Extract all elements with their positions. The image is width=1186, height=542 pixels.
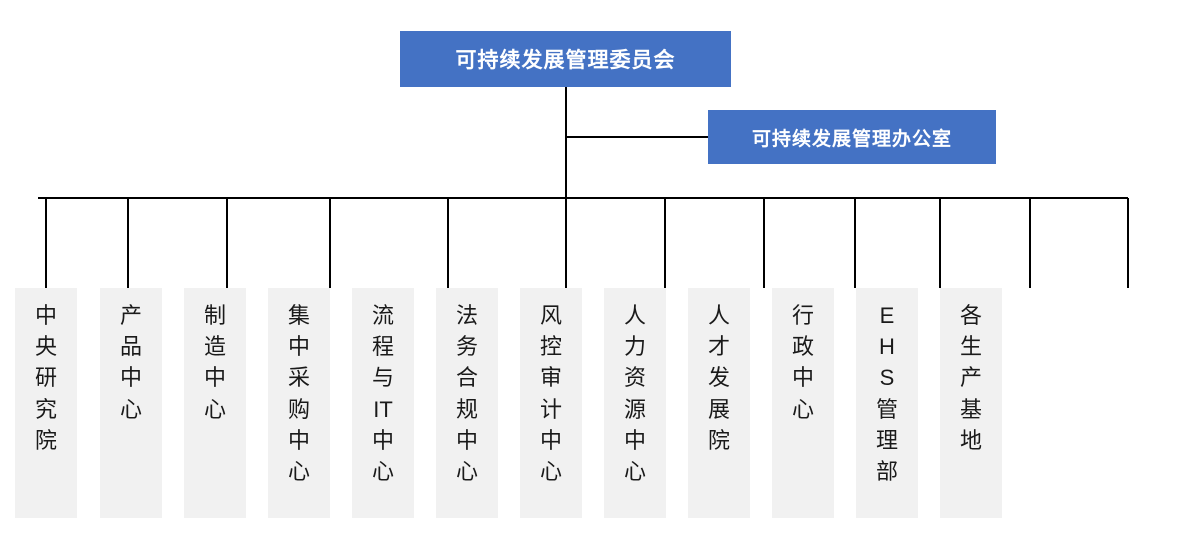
label-char: E xyxy=(879,303,895,328)
department-label: 制造中心 xyxy=(204,300,226,425)
label-char: 中 xyxy=(791,365,814,391)
label-char: 管 xyxy=(875,396,898,422)
label-char: 究 xyxy=(34,396,57,422)
label-char: 心 xyxy=(623,459,646,485)
label-char: 心 xyxy=(455,459,478,485)
node-human-resources-center[interactable]: 人力资源中心 xyxy=(604,288,666,518)
label-char: 中 xyxy=(203,365,226,391)
label-char: 造 xyxy=(203,334,226,360)
label-char: 中 xyxy=(287,427,310,453)
label-char: 程 xyxy=(371,334,394,360)
node-product-center[interactable]: 产品中心 xyxy=(100,288,162,518)
label-char: 人 xyxy=(623,303,646,328)
committee-label: 可持续发展管理委员会 xyxy=(455,49,676,72)
label-char: 院 xyxy=(34,427,57,453)
label-char: 发 xyxy=(707,365,730,391)
label-char: 心 xyxy=(371,459,394,485)
department-label: 各生产基地 xyxy=(960,300,982,456)
label-char: 力 xyxy=(623,334,646,360)
label-char: 源 xyxy=(623,396,646,422)
label-char: 才 xyxy=(707,334,730,360)
label-char: 地 xyxy=(959,427,982,453)
node-legal-compliance-center[interactable]: 法务合规中心 xyxy=(436,288,498,518)
label-char: 部 xyxy=(875,459,898,485)
label-char: 中 xyxy=(371,427,394,453)
department-label: 人力资源中心 xyxy=(624,300,646,487)
label-char: 产 xyxy=(119,303,142,328)
node-central-procurement-center[interactable]: 集中采购中心 xyxy=(268,288,330,518)
label-char: 理 xyxy=(875,427,898,453)
label-char: 人 xyxy=(707,303,730,328)
node-central-research-institute[interactable]: 中央研究院 xyxy=(15,288,77,518)
label-char: S xyxy=(879,365,895,391)
label-char: 品 xyxy=(119,334,142,360)
label-char: 规 xyxy=(455,396,478,422)
node-talent-development-academy[interactable]: 人才发展院 xyxy=(688,288,750,518)
department-label: 中央研究院 xyxy=(35,300,57,456)
node-sustainability-committee[interactable]: 可持续发展管理委员会 xyxy=(400,31,731,87)
node-manufacturing-center[interactable]: 制造中心 xyxy=(184,288,246,518)
label-char: 研 xyxy=(34,365,57,391)
label-char: 产 xyxy=(959,365,982,391)
node-process-and-it-center[interactable]: 流程与 IT 中心 xyxy=(352,288,414,518)
label-char: 心 xyxy=(119,396,142,422)
label-char: 心 xyxy=(791,396,814,422)
label-char: 控 xyxy=(539,334,562,360)
label-char: 中 xyxy=(34,303,57,328)
label-char: 央 xyxy=(34,334,57,360)
label-char: 院 xyxy=(707,427,730,453)
label-char: 采 xyxy=(287,365,310,391)
department-label: 流程与 IT 中心 xyxy=(372,300,394,487)
label-char: 流 xyxy=(371,303,394,328)
department-label: 产品中心 xyxy=(120,300,142,425)
label-char: H xyxy=(879,334,895,360)
node-administration-center[interactable]: 行政中心 xyxy=(772,288,834,518)
label-char: 集 xyxy=(287,303,310,328)
label-char: 审 xyxy=(539,365,562,391)
department-label: 集中采购中心 xyxy=(288,300,310,487)
node-sustainability-office[interactable]: 可持续发展管理办公室 xyxy=(708,110,996,164)
label-char: 购 xyxy=(287,396,310,422)
label-char: 务 xyxy=(455,334,478,360)
node-production-bases[interactable]: 各生产基地 xyxy=(940,288,1002,518)
label-char: 政 xyxy=(791,334,814,360)
label-char: 中 xyxy=(623,427,646,453)
label-char: 生 xyxy=(959,334,982,360)
department-label: 法务合规中心 xyxy=(456,300,478,487)
department-label: 风控审计中心 xyxy=(540,300,562,487)
label-char: 中 xyxy=(455,427,478,453)
label-char: 心 xyxy=(203,396,226,422)
node-risk-audit-center[interactable]: 风控审计中心 xyxy=(520,288,582,518)
label-char: 资 xyxy=(623,365,646,391)
label-char: 展 xyxy=(707,396,730,422)
label-char: 心 xyxy=(287,459,310,485)
label-char: 计 xyxy=(539,396,562,422)
label-char: 各 xyxy=(959,303,982,328)
label-char: 法 xyxy=(455,303,478,328)
label-char: 基 xyxy=(959,396,982,422)
department-label: 行政中心 xyxy=(792,300,814,425)
label-char: 行 xyxy=(791,303,814,328)
label-char: 制 xyxy=(203,303,226,328)
label-char: 中 xyxy=(539,427,562,453)
label-char: 中 xyxy=(119,365,142,391)
label-char: 风 xyxy=(539,303,562,328)
office-label: 可持续发展管理办公室 xyxy=(751,128,952,150)
label-char: 心 xyxy=(539,459,562,485)
department-label: 人才发展院 xyxy=(708,300,730,456)
label-char: 中 xyxy=(287,334,310,360)
label-char: 与 xyxy=(371,365,394,391)
label-char: IT xyxy=(373,396,393,422)
label-char: 合 xyxy=(455,365,478,391)
